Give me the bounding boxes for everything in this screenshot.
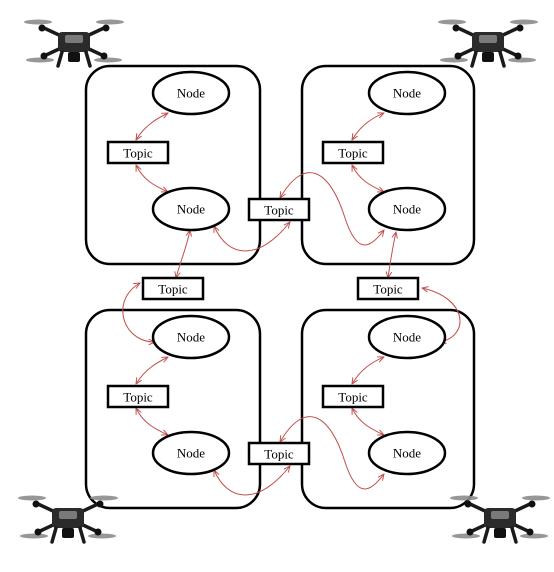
edge (176, 230, 190, 278)
node (151, 314, 231, 360)
drone-icon (22, 17, 126, 68)
edge (352, 357, 384, 384)
drone-icon (16, 493, 120, 544)
topic-label: Topic (264, 447, 294, 462)
node-label: Node (393, 446, 421, 461)
shared-topic-left-middle (141, 276, 205, 301)
node-label: Node (393, 86, 421, 101)
topic-label: Topic (338, 146, 368, 161)
topic (321, 384, 385, 409)
topic-label: Topic (158, 282, 188, 297)
node (367, 430, 447, 476)
node-label: Node (177, 446, 205, 461)
group-bottom-left: Node Topic Node (106, 314, 231, 476)
edge (136, 165, 168, 192)
edge (352, 408, 384, 435)
edge (280, 172, 384, 246)
shared-topic-right-middle (356, 276, 420, 301)
edge (136, 357, 168, 384)
node-label: Node (177, 86, 205, 101)
shared-topic-bottom-center (247, 441, 311, 466)
node (367, 70, 447, 116)
node-label: Node (393, 202, 421, 217)
group-top-left: Node Topic Node (106, 70, 231, 232)
node (367, 186, 447, 232)
node-label: Node (177, 330, 205, 345)
topic (106, 140, 170, 165)
shared-topics: Topic Topic Topic Topic (141, 197, 420, 466)
node (367, 314, 447, 360)
edge (136, 408, 168, 435)
edges (122, 113, 461, 496)
drone-icon (436, 17, 540, 68)
topic-label: Topic (264, 203, 294, 218)
edge (122, 283, 155, 342)
topic (106, 384, 170, 409)
topic-label: Topic (373, 282, 403, 297)
edge (422, 288, 461, 342)
edge (136, 113, 168, 140)
node-label: Node (177, 202, 205, 217)
drone-icon (448, 493, 552, 544)
topic-label: Topic (123, 390, 153, 405)
node (151, 186, 231, 232)
topic-label: Topic (123, 146, 153, 161)
edge (280, 416, 384, 490)
edge (352, 113, 384, 140)
shared-topic-top-center (247, 197, 311, 222)
node (151, 430, 231, 476)
edge (388, 232, 396, 278)
topic (321, 140, 385, 165)
group-top-right: Node Topic Node (321, 70, 447, 232)
node (151, 70, 231, 116)
group-bottom-right: Node Topic Node (321, 314, 447, 476)
node-label: Node (393, 330, 421, 345)
topic-label: Topic (338, 390, 368, 405)
edge (352, 165, 384, 192)
